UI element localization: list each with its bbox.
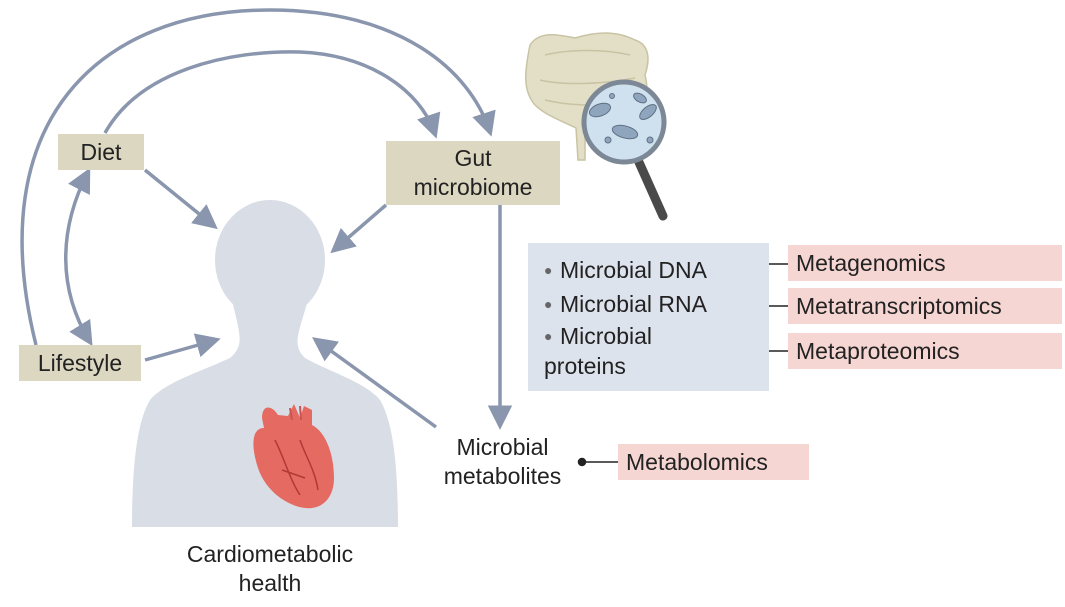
diet-node: Diet bbox=[58, 134, 144, 170]
omics-item-proteins: ● Microbial proteins bbox=[544, 321, 769, 381]
arrow-gut-to-human bbox=[330, 203, 388, 254]
magnifying-glass-icon bbox=[581, 79, 668, 221]
bullet-icon: ● bbox=[544, 262, 553, 278]
metatranscriptomics-label: Metatranscriptomics bbox=[796, 292, 1002, 319]
arrow-diet-to-gut bbox=[103, 50, 441, 139]
bullet-icon: ● bbox=[544, 328, 553, 344]
microbial-metabolites-line1: Microbial bbox=[456, 434, 549, 460]
bullet-icon: ● bbox=[544, 296, 553, 312]
metaproteomics-label: Metaproteomics bbox=[796, 337, 960, 364]
metabolomics-label: Metabolomics bbox=[626, 448, 768, 475]
metagenomics-label: Metagenomics bbox=[796, 249, 946, 276]
omics-item-label: Microbial DNA bbox=[560, 257, 707, 283]
lifestyle-node: Lifestyle bbox=[19, 345, 141, 381]
arrow-diet-lifestyle bbox=[64, 167, 93, 347]
lifestyle-label: Lifestyle bbox=[37, 349, 123, 376]
omics-item-label-group: Microbial proteins bbox=[544, 321, 653, 381]
arc-arrows bbox=[20, 8, 513, 430]
cardiometabolic-line1: Cardiometabolic bbox=[186, 541, 354, 567]
omics-item-label: Microbial RNA bbox=[560, 291, 707, 317]
microbial-metabolites-line2: metabolites bbox=[443, 462, 562, 489]
omics-item-rna: ● Microbial RNA bbox=[544, 289, 769, 321]
gut-microbiome-node: Gut microbiome bbox=[386, 141, 560, 205]
arrow-diet-to-human bbox=[143, 168, 218, 230]
cardiometabolic-line2: health bbox=[238, 569, 302, 596]
omics-item-label-line2: proteins bbox=[544, 353, 626, 379]
metatranscriptomics-box: Metatranscriptomics bbox=[788, 288, 1062, 324]
heart-icon bbox=[253, 404, 334, 509]
arrow-metabolites-to-human bbox=[312, 337, 438, 429]
omics-components-panel: ● Microbial DNA ● Microbial RNA ● Microb… bbox=[528, 243, 769, 391]
microbial-metabolites-node: Microbial metabolites bbox=[420, 433, 585, 491]
bacteria-icon bbox=[588, 92, 657, 144]
gut-microbiome-label-line1: Gut bbox=[454, 145, 492, 172]
metagenomics-box: Metagenomics bbox=[788, 245, 1062, 281]
omics-item-label-line1: Microbial bbox=[560, 323, 653, 349]
arrow-lifestyle-to-human bbox=[144, 333, 221, 362]
arrow-lifestyle-to-gut bbox=[20, 8, 496, 346]
metaproteomics-box: Metaproteomics bbox=[788, 333, 1062, 369]
metabolomics-box: Metabolomics bbox=[618, 444, 809, 480]
cardiometabolic-health-label: Cardiometabolic health bbox=[150, 540, 390, 598]
diet-label: Diet bbox=[80, 138, 122, 165]
gut-microbiome-label-line2: microbiome bbox=[413, 174, 533, 200]
omics-item-dna: ● Microbial DNA bbox=[544, 255, 769, 289]
